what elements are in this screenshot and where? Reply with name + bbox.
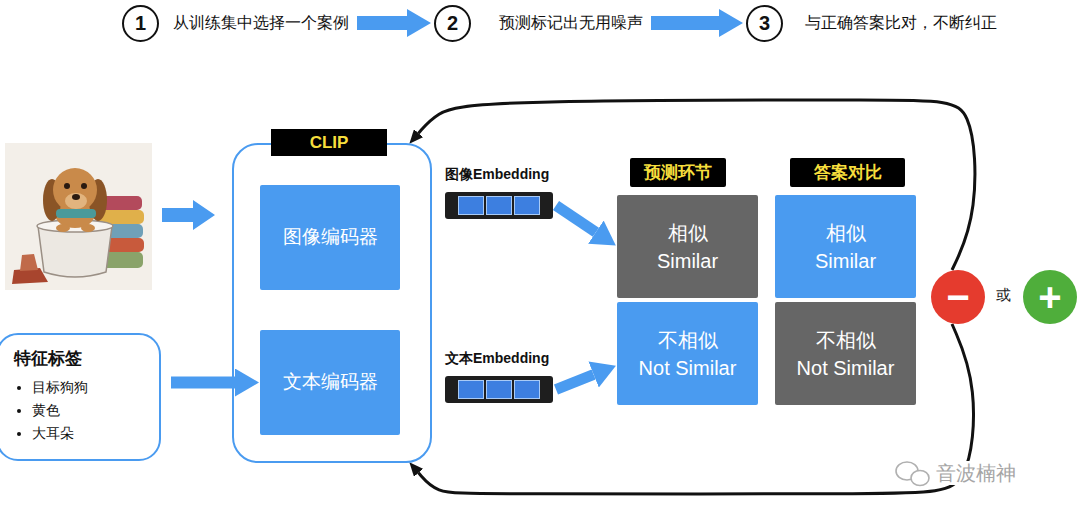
box-text: 不相似: [816, 326, 876, 354]
watermark: 音波楠神: [933, 461, 1019, 485]
embedding-cell: [458, 380, 484, 399]
model-frame: 图像编码器文本编码器CLIP: [232, 143, 432, 463]
embedding-cell: [486, 196, 512, 215]
embedding-bar: [445, 192, 553, 219]
box-text: Not Similar: [639, 354, 737, 382]
dog-paw: [56, 224, 70, 232]
dog-eye: [64, 183, 70, 189]
box-text: 不相似: [658, 326, 718, 354]
feature-label-box: 特征标签目标狗狗黄色大耳朵: [0, 333, 161, 461]
result-box: 相似Similar: [617, 195, 758, 298]
dog-eye: [81, 183, 87, 189]
dog-illustration: [5, 143, 152, 290]
watermark-icon: [896, 462, 929, 486]
flow-arrow: [357, 16, 407, 30]
sign-symbol: −: [946, 277, 969, 317]
bullet-item: 大耳朵: [32, 422, 74, 445]
dog-scarf: [56, 209, 96, 218]
flow-arrow: [171, 377, 235, 389]
result-box: 不相似Not Similar: [775, 302, 916, 405]
bullet-list: 目标狗狗黄色大耳朵: [14, 376, 149, 445]
step-number: 2: [434, 5, 471, 42]
boot: [20, 254, 38, 271]
separator-word: 或: [996, 286, 1011, 304]
section-header: 答案对比: [790, 158, 905, 187]
sign-symbol: +: [1038, 277, 1061, 317]
step-item: 1 从训练集中选择一个案例: [122, 4, 349, 42]
chat-bubble: [911, 471, 929, 486]
step-text: 与正确答案比对，不断纠正: [805, 13, 997, 34]
box-text: 相似: [826, 219, 866, 247]
input-arrow: [162, 200, 215, 230]
step-item: 3 与正确答案比对，不断纠正: [746, 4, 997, 42]
embedding-item: 图像Embedding: [445, 166, 555, 219]
sign-circle: +: [1023, 270, 1077, 324]
section-header: 预测环节: [630, 158, 726, 187]
box-text: 文本编码器: [283, 369, 378, 396]
box-text: Similar: [657, 247, 718, 275]
illustration-ground: [5, 143, 152, 290]
step-number: 1: [122, 5, 159, 42]
encoder-box: 文本编码器: [260, 330, 400, 435]
step-text: 从训练集中选择一个案例: [173, 13, 349, 34]
model-tab: CLIP: [271, 129, 387, 156]
step-text: 预测标记出无用噪声: [499, 13, 643, 34]
flow-arrow: [651, 16, 719, 30]
flow-arrow: [556, 375, 594, 390]
dog-paw: [81, 224, 95, 232]
embedding-label: 文本Embedding: [445, 350, 555, 368]
dog-nose: [72, 194, 80, 200]
header-text: 预测环节: [644, 161, 712, 185]
embedding-cell: [486, 380, 512, 399]
embedding-item: 文本Embedding: [445, 350, 555, 403]
step-number: 3: [746, 5, 783, 42]
step-item: 2 预测标记出无用噪声: [434, 4, 643, 42]
dog-head: [53, 168, 97, 212]
bullet-item: 黄色: [32, 399, 60, 422]
pot: [38, 226, 112, 277]
embedding-label: 图像Embedding: [445, 166, 555, 184]
embedding-cell: [458, 196, 484, 215]
embedding-cell: [514, 380, 540, 399]
encoder-box: 图像编码器: [260, 185, 400, 290]
dog-snout: [65, 193, 87, 209]
box-text: 图像编码器: [283, 224, 378, 251]
result-box: 相似Similar: [775, 195, 916, 298]
result-box: 不相似Not Similar: [617, 302, 758, 405]
box-text: 相似: [668, 219, 708, 247]
embedding-bar: [445, 376, 553, 403]
box-heading: 特征标签: [14, 347, 149, 370]
box-text: Not Similar: [797, 354, 895, 382]
flow-arrow: [556, 206, 596, 233]
bullet-item: 目标狗狗: [32, 376, 88, 399]
header-text: 答案对比: [814, 161, 882, 185]
box-text: Similar: [815, 247, 876, 275]
embedding-cell: [514, 196, 540, 215]
sign-circle: −: [931, 270, 985, 324]
